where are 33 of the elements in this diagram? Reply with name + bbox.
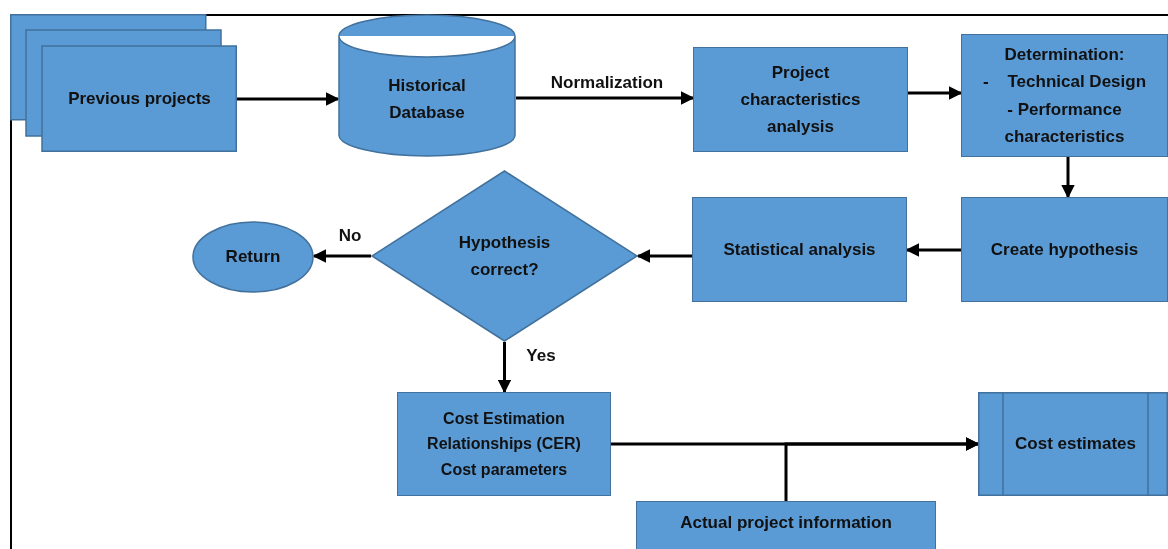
document-stack <box>10 14 237 152</box>
node-label: Create hypothesis <box>990 238 1139 261</box>
node-label: Cost estimates <box>1015 433 1136 456</box>
process-box <box>397 392 611 496</box>
node-label: Project characteristics analysis <box>739 61 862 139</box>
arrow <box>312 249 371 263</box>
arrow <box>636 249 692 263</box>
process-box <box>961 197 1168 302</box>
node-label: Historical Database <box>387 74 467 124</box>
node-label: Cost Estimation Relationships (CER) <box>426 408 582 455</box>
arrow <box>905 243 961 257</box>
arrow <box>1061 157 1075 199</box>
node-label: Actual project information <box>680 512 892 535</box>
node-label: Hypothesis correct? <box>457 231 552 281</box>
node-label: Cost parameters <box>440 459 568 480</box>
node-label: Previous projects <box>68 88 211 111</box>
process-box <box>693 47 908 152</box>
terminal-ellipse <box>192 221 314 293</box>
process-box <box>961 34 1168 157</box>
process-box <box>692 197 907 302</box>
decision-diamond <box>371 170 638 342</box>
arrow <box>908 86 963 100</box>
process-box <box>636 501 936 549</box>
node-label: - Technical Design <box>982 71 1147 94</box>
node-label: Determination: <box>1004 44 1125 67</box>
node-label: Return <box>225 246 281 269</box>
database-cylinder <box>338 14 516 157</box>
predefined-process-box <box>978 392 1168 496</box>
node-label: - Performance characteristics <box>1003 98 1126 148</box>
arrow <box>497 342 512 394</box>
node-label: Statistical analysis <box>723 238 876 261</box>
arrow <box>516 91 695 105</box>
arrow <box>237 92 340 106</box>
